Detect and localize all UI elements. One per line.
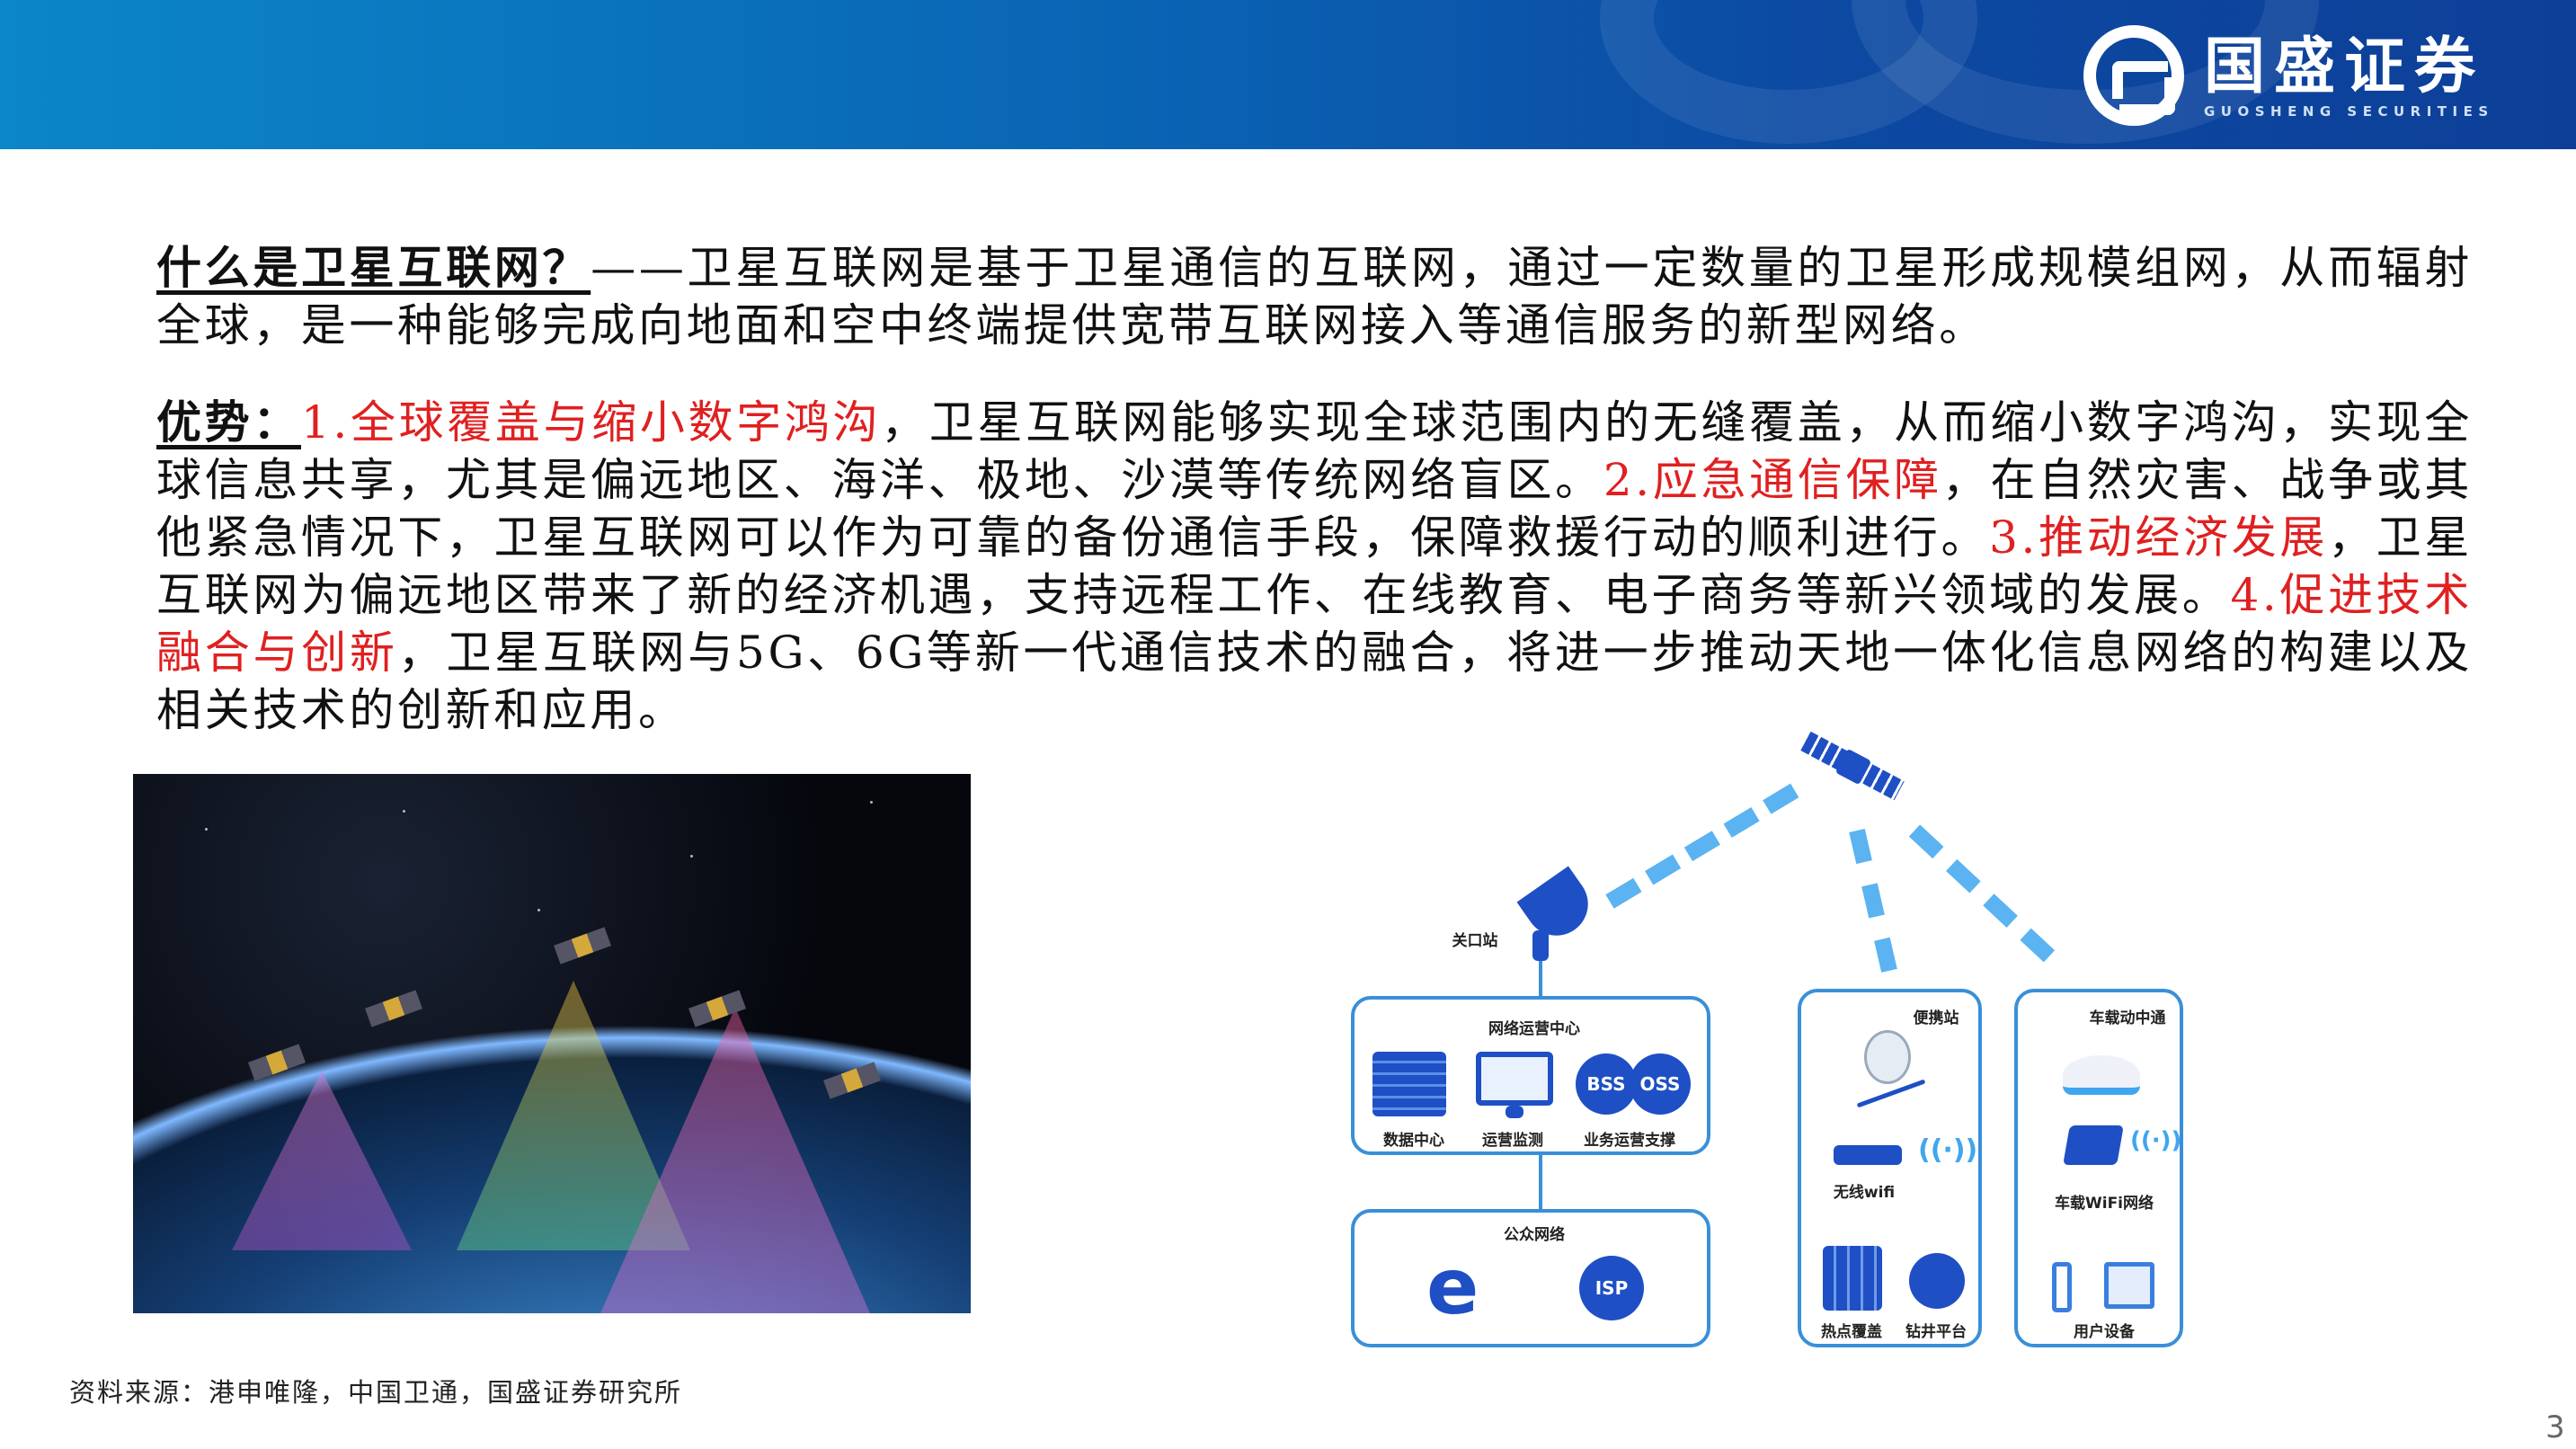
signal-wave — [1849, 828, 1897, 973]
advantage-1-title: 1.全球覆盖与缩小数字鸿沟 — [300, 396, 882, 449]
noc-item-monitoring: 运营监测 — [1482, 1132, 1543, 1150]
vehicle-antenna-icon — [2063, 1055, 2140, 1095]
page-number: 3 — [2545, 1409, 2565, 1445]
portable-dish-icon — [1864, 1030, 1911, 1084]
vehicle-item-user-devices: 用户设备 — [2074, 1323, 2135, 1341]
source-note: 资料来源：港申唯隆，中国卫通，国盛证券研究所 — [69, 1377, 683, 1408]
monitor-stand-icon — [1506, 1106, 1523, 1118]
company-logo: 国盛证券 GUOSHENG SECURITIES — [2083, 25, 2494, 126]
bss-label: BSS — [1586, 1073, 1626, 1095]
signal-wave — [1908, 824, 2056, 963]
public-network-title: 公众网络 — [1504, 1226, 1565, 1244]
noc-item-data-center: 数据中心 — [1383, 1132, 1444, 1150]
portable-item-wifi: 无线wifi — [1833, 1184, 1896, 1202]
oss-icon: OSS — [1630, 1053, 1691, 1115]
oss-label: OSS — [1639, 1073, 1681, 1095]
portable-station-title: 便携站 — [1913, 1009, 1959, 1027]
portable-item-drilling: 钻井平台 — [1905, 1323, 1967, 1341]
bss-icon: BSS — [1576, 1053, 1637, 1115]
star — [690, 855, 693, 858]
advantages-paragraph: 优势：1.全球覆盖与缩小数字鸿沟，卫星互联网能够实现全球范围内的无缝覆盖，从而缩… — [156, 394, 2473, 739]
portable-item-hotspot: 热点覆盖 — [1821, 1323, 1882, 1341]
advantage-1-text: ，卫星互联网能够实现全球范围内的无缝覆盖，从而缩小数字鸿沟，实现全球信息共享，尤… — [156, 396, 2473, 506]
portable-station-box: 便携站 ((·)) 无线wifi 热点覆盖 钻井平台 — [1798, 989, 1982, 1347]
star — [403, 810, 405, 813]
star — [205, 828, 208, 831]
satellite-icon — [365, 990, 422, 1027]
noc-box: 网络运营中心 BSS OSS 数据中心 运营监测 业务运营支撑 — [1351, 996, 1710, 1155]
connector-line — [1539, 1155, 1542, 1211]
monitor-icon — [1476, 1052, 1553, 1106]
advantage-4-title: 4.促进技术融合与创新 — [156, 569, 2473, 679]
satellite-constellation-image — [133, 774, 971, 1313]
vehicle-wifi-box-icon — [2063, 1125, 2124, 1165]
drilling-platform-icon — [1909, 1253, 1965, 1309]
advantage-4-text: ，卫星互联网与5G、6G等新一代通信技术的融合，将进一步推动天地一体化信息网络的… — [156, 627, 2474, 736]
intro-text: ——卫星互联网是基于卫星通信的互联网，通过一定数量的卫星形成规模组网，从而辐射全… — [156, 242, 2473, 351]
advantages-label: 优势： — [156, 396, 301, 449]
buildings-icon — [1823, 1246, 1882, 1311]
noc-item-bss-oss: 业务运营支撑 — [1584, 1132, 1675, 1150]
vehicle-box: 车载动中通 ((·)) 车载WiFi网络 用户设备 — [2014, 989, 2183, 1347]
header-banner: 国盛证券 GUOSHENG SECURITIES — [0, 0, 2576, 149]
gateway-dish-icon — [1516, 866, 1601, 948]
star — [870, 801, 873, 804]
data-center-icon — [1372, 1052, 1446, 1116]
public-network-box: 公众网络 e ISP — [1351, 1209, 1710, 1347]
logo-en: GUOSHENG SECURITIES — [2204, 103, 2494, 120]
logo-cn: 国盛证券 — [2204, 31, 2485, 102]
intro-question: 什么是卫星互联网？ — [156, 241, 591, 294]
intro-paragraph: 什么是卫星互联网？——卫星互联网是基于卫星通信的互联网，通过一定数量的卫星形成规… — [156, 239, 2473, 354]
signal-wave — [1605, 783, 1799, 909]
laptop-icon — [2104, 1262, 2154, 1309]
advantage-3-title: 3.推动经济发展 — [1989, 511, 2329, 564]
connector-line — [1539, 961, 1542, 997]
advantage-2-title: 2.应急通信保障 — [1603, 454, 1942, 506]
browser-icon: e — [1426, 1242, 1479, 1332]
router-icon — [1834, 1145, 1902, 1165]
wifi-icon: ((·)) — [2130, 1127, 2182, 1154]
star — [537, 909, 540, 911]
satellite-icon — [554, 927, 611, 965]
vehicle-title: 车载动中通 — [2089, 1009, 2166, 1027]
vehicle-item-wifi-network: 车载WiFi网络 — [2054, 1195, 2154, 1213]
satellite-network-diagram: 关口站 网络运营中心 BSS OSS 数据中心 运营监测 业务运营支撑 公众网络… — [1347, 731, 2192, 1357]
isp-label: ISP — [1594, 1277, 1629, 1299]
wifi-icon: ((·)) — [1918, 1134, 1978, 1166]
advantage-3-text: ，卫星互联网为偏远地区带来了新的经济机遇，支持远程工作、在线教育、电子商务等新兴… — [156, 511, 2473, 621]
gateway-mast-icon — [1532, 930, 1549, 961]
advantage-2-text: ，在自然灾害、战争或其他紧急情况下，卫星互联网可以作为可靠的备份通信手段，保障救… — [156, 454, 2473, 564]
noc-title: 网络运营中心 — [1488, 1020, 1580, 1038]
isp-icon: ISP — [1579, 1256, 1644, 1320]
phone-icon — [2052, 1262, 2072, 1312]
gateway-label: 关口站 — [1452, 932, 1498, 950]
logo-mark-icon — [2083, 25, 2184, 126]
